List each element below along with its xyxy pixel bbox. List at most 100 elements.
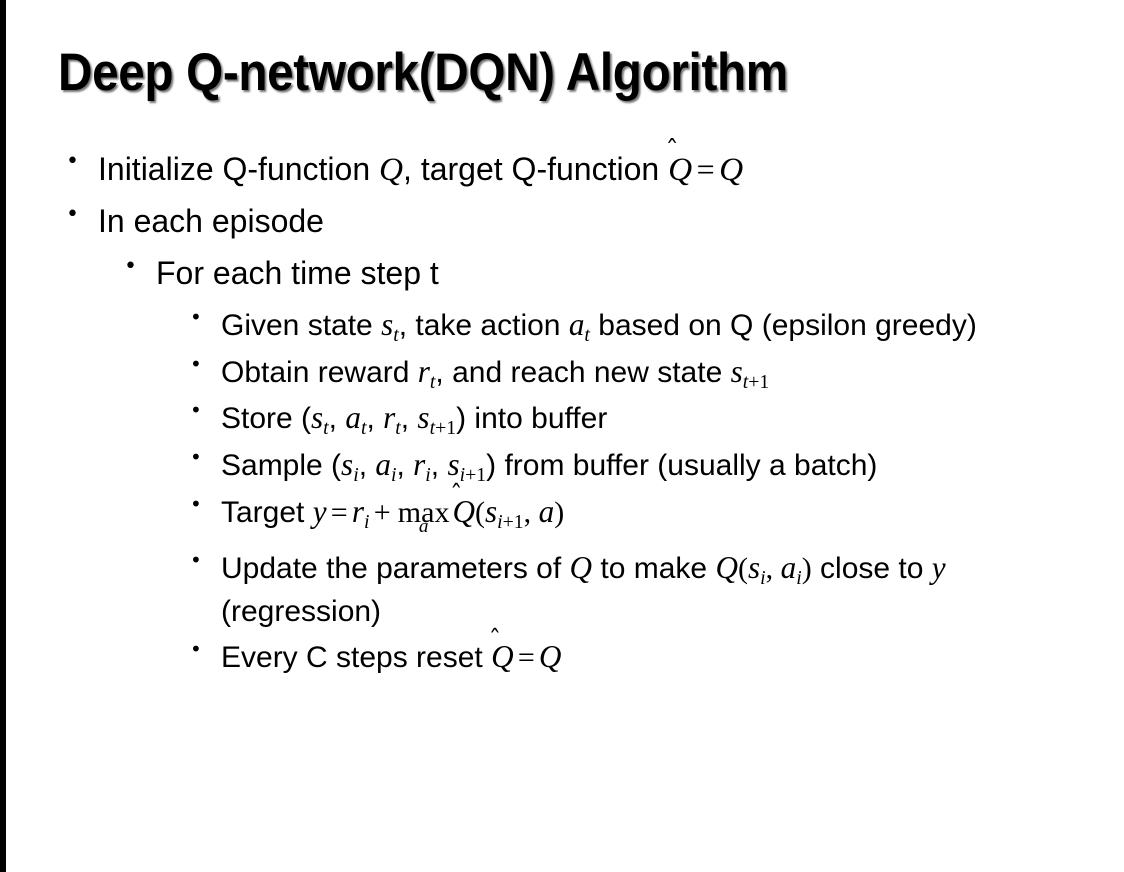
page-title: Deep Q-network(DQN) Algorithm bbox=[58, 43, 788, 102]
math-r-symbol: r bbox=[417, 353, 430, 389]
math-r-subscript: t bbox=[395, 417, 401, 440]
math-s-subscript-var: t bbox=[742, 370, 749, 393]
math-a-subscript: t bbox=[360, 417, 367, 440]
math-comma: , bbox=[523, 495, 539, 529]
text-obtain-reward-prefix: Obtain reward bbox=[221, 355, 418, 389]
bullet-marker-icon: • bbox=[190, 305, 202, 330]
text-sample-sep-1: , bbox=[358, 449, 376, 483]
bullet-marker-icon: • bbox=[190, 491, 202, 516]
bullet-every-c-steps-text: Every C steps reset ̂Q=Q bbox=[221, 635, 1098, 680]
math-q-symbol: Q bbox=[569, 550, 593, 586]
text-given-state-suffix: based on Q (epsilon greedy) bbox=[589, 309, 977, 343]
math-r-subscript: i bbox=[425, 463, 431, 486]
bullet-in-each-episode: • In each episode bbox=[0, 201, 1124, 243]
math-a-subscript: i bbox=[796, 567, 802, 590]
text-initialize-prefix: Initialize Q-function bbox=[98, 151, 380, 187]
math-equals-sign: = bbox=[517, 641, 535, 675]
text-every-c-steps-prefix: Every C steps reset bbox=[221, 641, 492, 675]
math-s-next-subscript: t+1 bbox=[430, 417, 457, 439]
math-a-symbol: a bbox=[375, 447, 391, 483]
math-plus-sign: + bbox=[373, 495, 391, 529]
math-s-next-subscript: i+1 bbox=[497, 511, 524, 533]
bullet-store-transition: • Store (st, at, rt, st+1) into buffer bbox=[0, 396, 1124, 441]
math-q-symbol-2: Q bbox=[719, 151, 744, 188]
bullet-marker-icon: • bbox=[190, 637, 202, 662]
math-q-hat-symbol: ̂Q bbox=[491, 641, 514, 672]
bullet-every-c-steps-reset: • Every C steps reset ̂Q=Q bbox=[0, 635, 1124, 680]
math-a-symbol: a bbox=[538, 493, 555, 529]
text-initialize-mid: , target Q-function bbox=[403, 151, 669, 187]
bullet-target-equation: • Target y=ri+maxâQ(si+1, a) bbox=[0, 490, 1124, 537]
bullet-update-parameters: • Update the parameters of Q to make Q(s… bbox=[0, 546, 1124, 633]
math-r-subscript: i bbox=[364, 510, 370, 533]
text-sample-prefix: Sample ( bbox=[221, 449, 342, 483]
math-paren-close: ) bbox=[554, 495, 565, 529]
math-max-label: max bbox=[397, 495, 450, 529]
math-a-symbol: a bbox=[568, 307, 585, 343]
bullet-target-text: Target y=ri+maxâQ(si+1, a) bbox=[221, 490, 1098, 537]
bullet-marker-icon: • bbox=[190, 398, 202, 423]
text-store-prefix: Store ( bbox=[221, 402, 312, 436]
math-q-hat-symbol: ̂Q bbox=[668, 153, 692, 186]
math-s-next-subscript-var: i bbox=[497, 510, 503, 533]
text-update-mid: to make bbox=[592, 552, 716, 586]
bullet-marker-icon: • bbox=[124, 254, 137, 280]
math-s-subscript: t bbox=[393, 324, 399, 347]
text-store-sep-3: , bbox=[400, 402, 418, 436]
bullet-initialize-text: Initialize Q-function Q, target Q-functi… bbox=[98, 148, 1124, 191]
math-s-subscript: i bbox=[353, 463, 359, 486]
text-update-suffix: (regression) bbox=[221, 594, 382, 628]
text-given-state-prefix: Given state bbox=[221, 309, 382, 343]
math-s-symbol: s bbox=[341, 447, 354, 483]
bullet-marker-icon: • bbox=[66, 202, 79, 228]
bullet-for-each-time-step: • For each time step t bbox=[0, 253, 1124, 295]
text-obtain-reward-mid: , and reach new state bbox=[435, 355, 731, 389]
math-paren-close: ) bbox=[801, 552, 812, 586]
math-q-hat-base: Q bbox=[491, 639, 514, 675]
bullet-update-text: Update the parameters of Q to make Q(si,… bbox=[221, 546, 1098, 633]
math-q-symbol-2: Q bbox=[715, 550, 738, 586]
math-s-next-symbol: s bbox=[484, 493, 498, 529]
math-s-symbol: s bbox=[730, 353, 743, 389]
math-s-next-symbol: s bbox=[417, 400, 430, 436]
math-paren-open: ( bbox=[737, 552, 748, 586]
math-r-subscript: t bbox=[429, 370, 436, 393]
math-s-subscript: t bbox=[323, 417, 329, 440]
math-r-symbol: r bbox=[351, 493, 364, 529]
math-s-next-subscript-offset: +1 bbox=[435, 417, 457, 440]
bullet-marker-icon: • bbox=[190, 548, 202, 573]
math-a-subscript: i bbox=[390, 463, 397, 486]
bullet-marker-icon: • bbox=[190, 351, 202, 376]
math-s-symbol: s bbox=[747, 550, 761, 586]
bullet-store-text: Store (st, at, rt, st+1) into buffer bbox=[221, 396, 1098, 441]
text-sample-sep-2: , bbox=[396, 449, 414, 483]
math-s-symbol: s bbox=[381, 307, 394, 343]
bullet-sample-text: Sample (si, ai, ri, si+1) from buffer (u… bbox=[221, 443, 1098, 488]
math-r-symbol: r bbox=[383, 400, 396, 436]
math-s-next-subscript-var: i bbox=[459, 463, 466, 486]
math-q-symbol: Q bbox=[538, 639, 562, 675]
bullet-given-state: • Given state st, take action at based o… bbox=[0, 303, 1124, 348]
circumflex-accent-icon: ̂ bbox=[668, 139, 689, 166]
math-equals-sign: = bbox=[696, 151, 715, 187]
math-s-next-subscript: i+1 bbox=[460, 464, 487, 486]
bullet-marker-icon: • bbox=[190, 445, 202, 470]
text-update-close-to: close to bbox=[811, 552, 932, 586]
circumflex-accent-icon: ̂ bbox=[491, 628, 511, 653]
text-sample-suffix: ) from buffer (usually a batch) bbox=[486, 449, 878, 483]
math-s-subscript: i bbox=[760, 567, 766, 590]
math-s-next-subscript-offset: +1 bbox=[502, 510, 524, 533]
math-s-subscript-offset: +1 bbox=[748, 370, 770, 393]
math-q-symbol: Q bbox=[379, 151, 404, 188]
text-store-suffix: ) into buffer bbox=[456, 402, 608, 436]
math-s-next-subscript-offset: +1 bbox=[465, 463, 487, 486]
math-paren-open: ( bbox=[474, 495, 485, 529]
bullet-marker-icon: • bbox=[66, 149, 79, 174]
math-s-symbol: s bbox=[311, 400, 324, 436]
bullet-obtain-reward: • Obtain reward rt, and reach new state … bbox=[0, 350, 1124, 395]
slide-left-edge-bar bbox=[0, 0, 6, 872]
math-max-underscript: a bbox=[418, 516, 429, 538]
math-q-hat-base: Q bbox=[668, 151, 693, 188]
